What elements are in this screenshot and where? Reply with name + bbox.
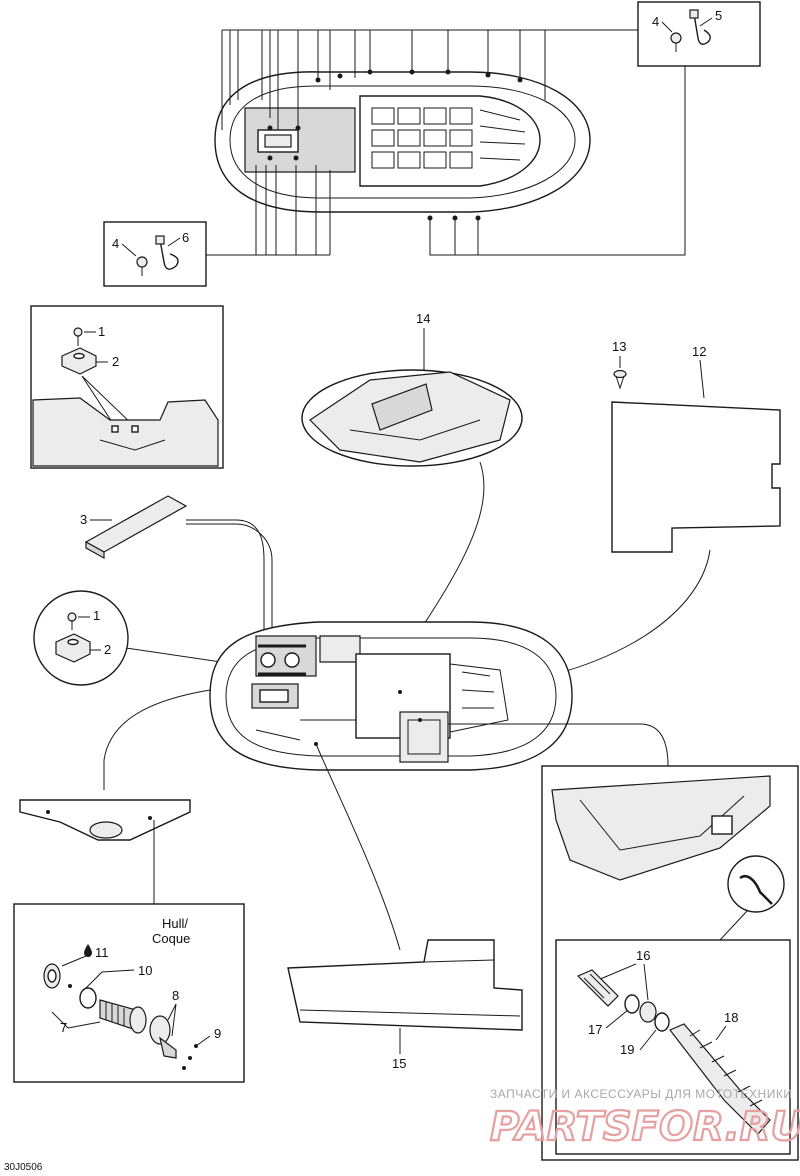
foam-bar-3: 3 [80, 495, 273, 640]
callout-1a: 1 [98, 324, 105, 339]
hull-top-view [206, 29, 686, 256]
plug-icon [613, 369, 627, 390]
callout-12: 12 [692, 344, 706, 359]
screw-icon [670, 32, 682, 52]
liner-15: 15 [287, 939, 523, 1071]
drain-plug-assembly: Hull/ Coque 11 10 8 7 9 [13, 903, 245, 1083]
callout-10: 10 [138, 963, 152, 978]
callout-4a: 4 [652, 14, 659, 29]
callout-14: 14 [416, 311, 430, 326]
cable-tie-icon [155, 235, 179, 270]
callout-3: 3 [80, 512, 87, 527]
drop-icon [84, 944, 92, 957]
panel-12: 13 12 [459, 339, 781, 691]
drawing-code: 30J0506 [4, 1162, 43, 1173]
cable-tie-icon [689, 9, 711, 45]
callout-15: 15 [392, 1056, 406, 1071]
callout-17: 17 [588, 1022, 602, 1037]
watermark: ЗАПЧАСТИ И АКСЕССУАРЫ ДЛЯ МОТОТЕХНИКИ PA… [489, 1087, 800, 1151]
screw-icon [136, 256, 148, 276]
hull-label-line2: Coque [152, 931, 190, 946]
watermark-tagline: ЗАПЧАСТИ И АКСЕССУАРЫ ДЛЯ МОТОТЕХНИКИ [490, 1087, 792, 1101]
callout-13: 13 [612, 339, 626, 354]
hull-bottom-detail [19, 689, 211, 904]
callout-2b: 2 [104, 642, 111, 657]
callout-18: 18 [724, 1010, 738, 1025]
callout-11: 11 [95, 945, 109, 960]
callout-1b: 1 [93, 608, 100, 623]
callout-box-4-5: 4 5 [637, 1, 761, 67]
callout-4b: 4 [112, 236, 119, 251]
callout-7: 7 [60, 1020, 67, 1035]
callout-6: 6 [182, 230, 189, 245]
watermark-logo-text: PARTSFOR.RU [490, 1104, 800, 1150]
detail-oval-14: 14 [301, 311, 523, 691]
callout-9: 9 [214, 1026, 221, 1041]
hull-label-line1: Hull/ [162, 916, 188, 931]
hull-main-view [209, 621, 669, 951]
panel-1-2-detail: 1 2 [30, 305, 224, 469]
storage-bin-assembly: 16 17 18 19 [541, 765, 799, 1161]
callout-5: 5 [715, 8, 722, 23]
callout-8: 8 [172, 988, 179, 1003]
callout-16: 16 [636, 948, 650, 963]
callout-2a: 2 [112, 354, 119, 369]
callout-19: 19 [620, 1042, 634, 1057]
callout-box-4-6: 4 6 [103, 221, 207, 287]
